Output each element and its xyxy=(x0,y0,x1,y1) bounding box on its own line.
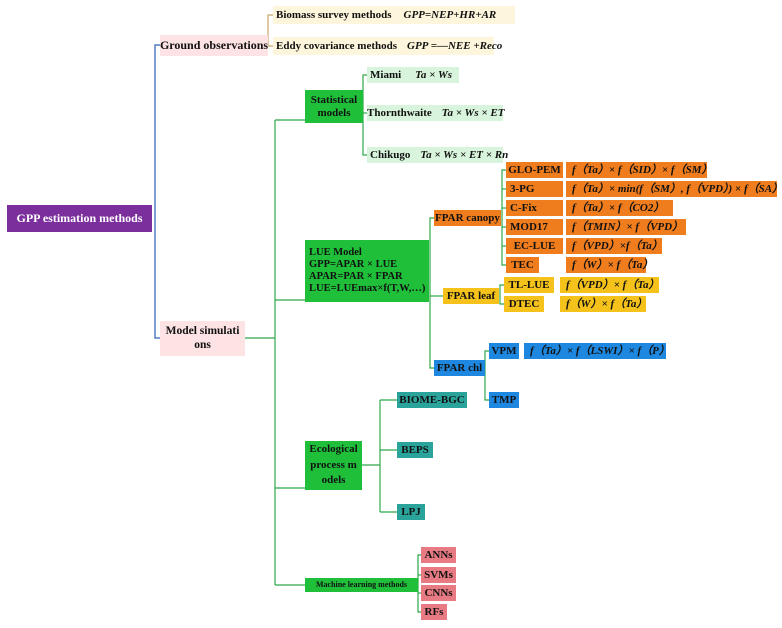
ml-item-rfs: RFs xyxy=(421,604,447,620)
chl-model-tmp: TMP xyxy=(489,392,519,408)
machine-learning-node: Machine learning methods xyxy=(305,578,418,592)
eco-model-lpj: LPJ xyxy=(397,504,425,520)
eddy-covariance-node: Eddy covariance methods GPP =—NEE +Reco xyxy=(273,37,502,55)
chl-model-vpm: VPM xyxy=(489,343,519,359)
canopy-model-tec: TEC xyxy=(506,257,539,273)
canopy-formula-mod17: f（TMIN）× f（VPD） xyxy=(566,219,686,235)
ecological-models-node: Ecological process m odels xyxy=(305,441,362,490)
canopy-formula-cfix: f（Ta）× f（CO2） xyxy=(566,200,673,216)
leaf-formula-dtec: f（W）× f（Ta） xyxy=(560,296,647,312)
lue-line-2: GPP=APAR × LUE xyxy=(309,258,398,270)
canopy-formula-tec: f（W）× f（Ta） xyxy=(566,257,653,273)
stat-thornthwaite-formula: Ta × Ws × ET xyxy=(441,106,505,119)
canopy-formula-3pg: f（Ta）× min(f（SM）, f（VPD）) × f（SA） xyxy=(566,181,782,197)
stat-miami-formula: Ta × Ws xyxy=(415,68,453,81)
stat-chikugo-formula: Ta × Ws × ET × Rn xyxy=(420,148,509,161)
leaf-model-dtec: DTEC xyxy=(504,296,544,312)
ml-item-anns: ANNs xyxy=(421,547,456,563)
eco-model-biome-bgc: BIOME-BGC xyxy=(397,392,467,408)
statistical-models-node: Statistical models xyxy=(305,90,363,123)
canopy-model-3pg: 3-PG xyxy=(506,181,563,197)
biomass-survey-node: Biomass survey methods GPP=NEP+HR+AR xyxy=(273,6,515,24)
eco-model-beps: BEPS xyxy=(397,442,433,458)
root-node: GPP estimation methods xyxy=(7,205,152,232)
eddy-covariance-formula: GPP =—NEE +Reco xyxy=(407,39,503,52)
biomass-survey-formula: GPP=NEP+HR+AR xyxy=(403,8,497,21)
stat-miami-name: Miami xyxy=(370,68,402,81)
ml-item-svms: SVMs xyxy=(421,567,456,583)
fpar-chl-node: FPAR chl xyxy=(434,360,485,376)
canopy-model-eclue: EC-LUE xyxy=(506,238,563,254)
chl-formula-vpm: f（Ta）× f（LSWI）× f（P） xyxy=(524,343,670,359)
canopy-formula-eclue: f（VPD）×f（Ta） xyxy=(566,238,663,254)
canopy-model-cfix: C-Fix xyxy=(506,200,563,216)
lue-line-3: APAR=PAR × FPAR xyxy=(309,271,403,282)
fpar-canopy-node: FPAR canopy xyxy=(434,210,501,226)
canopy-model-mod17: MOD17 xyxy=(506,219,563,235)
canopy-model-glo-pem: GLO-PEM xyxy=(506,162,563,178)
lue-model-node: LUE Model GPP=APAR × LUE APAR=PAR × FPAR… xyxy=(305,240,429,302)
stat-item-thornthwaite: Thornthwaite Ta × Ws × ET xyxy=(367,105,505,121)
model-simulations-node: Model simulati ons xyxy=(160,321,245,356)
stat-item-chikugo: Chikugo Ta × Ws × ET × Rn xyxy=(367,147,508,163)
lue-line-1: LUE Model xyxy=(309,246,362,258)
biomass-survey-label: Biomass survey methods xyxy=(276,8,392,21)
canopy-formula-glo-pem: f（Ta）× f（SID）× f（SM） xyxy=(566,162,712,178)
stat-item-miami: Miami Ta × Ws xyxy=(367,67,459,83)
fpar-leaf-node: FPAR leaf xyxy=(443,288,499,304)
stat-thornthwaite-name: Thornthwaite xyxy=(367,106,432,119)
eddy-covariance-label: Eddy covariance methods xyxy=(276,39,397,52)
lue-line-4: LUE=LUEmax×f(T,W,…) xyxy=(309,283,426,295)
stat-chikugo-name: Chikugo xyxy=(370,148,411,161)
leaf-model-tllue: TL-LUE xyxy=(504,277,554,293)
ml-item-cnns: CNNs xyxy=(421,585,456,601)
leaf-formula-tllue: f（VPD）× f（Ta） xyxy=(560,277,660,293)
ground-observations-node: Ground observations xyxy=(160,35,268,56)
